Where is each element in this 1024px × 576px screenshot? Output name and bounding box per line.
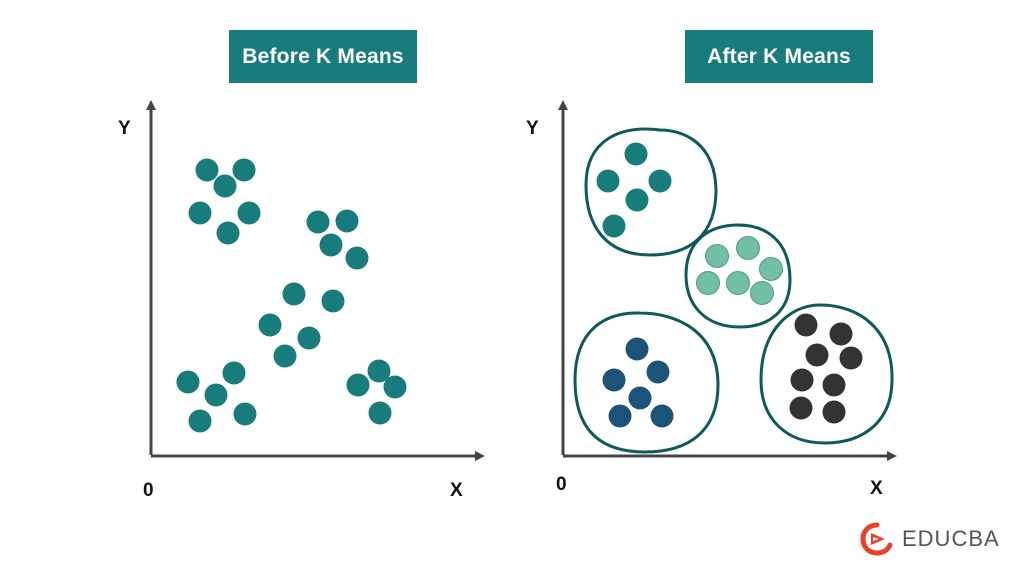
left-origin-label: 0 [143,480,154,501]
cluster-point [822,373,846,397]
data-point [258,313,282,337]
after-kmeans-title: After K Means [685,30,873,83]
data-point [306,210,330,234]
data-point [321,289,345,313]
educba-brand-text: EDUCBA [902,526,1000,551]
cluster-point [608,404,632,428]
cluster-point [625,337,649,361]
data-point [195,158,219,182]
cluster-point [750,281,774,305]
cluster-point [648,169,672,193]
data-point [368,401,392,425]
cluster-1 [584,127,718,257]
data-point [282,282,306,306]
left-y-axis-label: Y [118,118,131,139]
data-point [297,326,321,350]
cluster-4 [759,303,894,445]
data-point [204,383,228,407]
unclustered-points [176,158,407,433]
data-point [319,233,343,257]
data-point [273,344,297,368]
cluster-boundary [759,303,894,445]
data-point [213,174,237,198]
cluster-point [839,346,863,370]
data-point [216,221,240,245]
cluster-point [726,271,750,295]
cluster-point [790,368,814,392]
educba-logo-icon [860,522,893,556]
data-point [176,370,200,394]
data-point [188,201,212,225]
cluster-point [705,244,729,268]
cluster-point [628,386,652,410]
cluster-boundary [684,223,792,329]
data-point [237,201,261,225]
cluster-boundary [584,127,718,257]
cluster-point [646,360,670,384]
cluster-point [794,313,818,337]
left-x-axis-label: X [450,480,463,501]
data-point [367,359,391,383]
right-x-axis-label: X [870,478,883,499]
data-point [345,246,369,270]
data-point [232,158,256,182]
data-point [188,409,212,433]
cluster-point [736,236,760,260]
cluster-point [822,400,846,424]
data-point [346,373,370,397]
cluster-point [829,322,853,346]
cluster-point [805,343,829,367]
data-point [233,402,257,426]
cluster-point [602,214,626,238]
before-kmeans-title: Before K Means [229,30,417,83]
right-y-axis-label: Y [526,118,539,139]
cluster-point [625,188,649,212]
cluster-boundary [573,311,720,454]
clustered-points [573,127,894,454]
cluster-point [759,257,783,281]
cluster-point [602,368,626,392]
cluster-point [789,396,813,420]
cluster-point [596,169,620,193]
cluster-point [696,271,720,295]
right-origin-label: 0 [556,474,567,495]
cluster-2 [684,223,792,329]
data-point [383,375,407,399]
cluster-point [650,404,674,428]
data-point [222,361,246,385]
cluster-3 [573,311,720,454]
data-point [335,209,359,233]
educba-logo: EDUCBA [860,522,1000,556]
cluster-point [624,142,648,166]
